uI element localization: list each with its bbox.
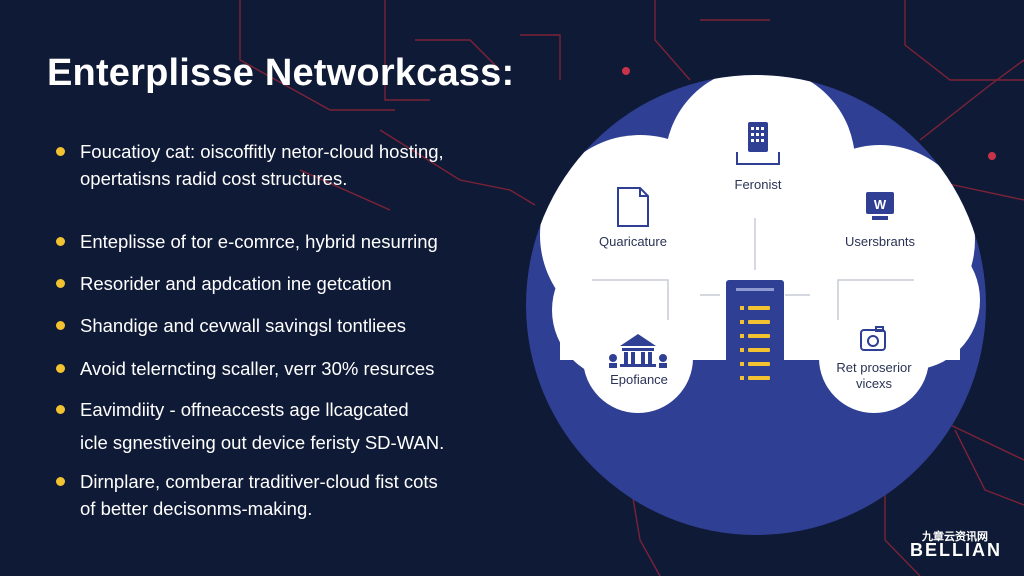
node-label: Epofiance (610, 372, 668, 387)
bullet-dot (56, 405, 65, 414)
node-label: Feronist (734, 177, 782, 192)
bullet-line-1: Eavimdiity - offneaccests age llcagcated (80, 399, 409, 420)
node-label: Usersbrants (844, 234, 916, 249)
bullet-dot (56, 364, 65, 373)
bullet-dot (56, 477, 65, 486)
bullet-dot (56, 321, 65, 330)
phone-icon (736, 122, 780, 165)
bullet-item: Foucatioy cat: oiscoffitly netor-cloud h… (56, 138, 496, 192)
bullet-line-2: of better decisonms-making. (80, 498, 313, 519)
svg-text:W: W (874, 197, 887, 212)
server-rack-icon (726, 280, 784, 395)
bullet-line-1: Dirnplare, comberar traditiver-cloud fis… (80, 471, 438, 492)
bullet-line-1: Foucatioy cat: oiscoffitly netor-cloud h… (80, 141, 444, 162)
bullet-line-1: Resorider and apdcation ine getcation (80, 273, 392, 294)
bullet-line-2: icle sgnestiveing out device feristy SD-… (80, 432, 445, 453)
bullet-dot (56, 147, 65, 156)
document-icon (617, 187, 649, 227)
watermark-text: 九章云资讯网 (922, 531, 988, 543)
bullet-item: Resorider and apdcation ine getcation (56, 270, 496, 297)
slide-title: Enterplisse Networkcass: (47, 52, 515, 94)
bullet-dot (56, 279, 65, 288)
bullet-dot (56, 237, 65, 246)
bank-icon (609, 334, 667, 368)
watermark-logo: BELLIAN (910, 540, 1002, 560)
bullet-item: Eavimdiity - offneaccests age llcagcated… (56, 396, 496, 456)
connector-lines (592, 218, 914, 320)
bullet-line-1: Shandige and cevwall savingsl tontliees (80, 315, 407, 336)
monitor-icon: W (866, 192, 894, 220)
bullet-line-2: opertatisns radid cost structures. (80, 168, 348, 189)
node-label: Ret proserior vicexs (836, 360, 912, 391)
bullet-line-1: Enteplisse of tor e-comrce, hybrid nesur… (80, 231, 438, 252)
bullet-item: Shandige and cevwall savingsl tontliees (56, 312, 496, 339)
bullet-item: Avoid telerncting scaller, verr 30% resu… (56, 355, 496, 382)
bullet-line-1: Avoid telerncting scaller, verr 30% resu… (80, 358, 435, 379)
bullet-item: Dirnplare, comberar traditiver-cloud fis… (56, 468, 496, 522)
node-label: Quaricature (599, 234, 667, 249)
camera-icon (860, 326, 886, 351)
bullet-item: Enteplisse of tor e-comrce, hybrid nesur… (56, 228, 496, 255)
